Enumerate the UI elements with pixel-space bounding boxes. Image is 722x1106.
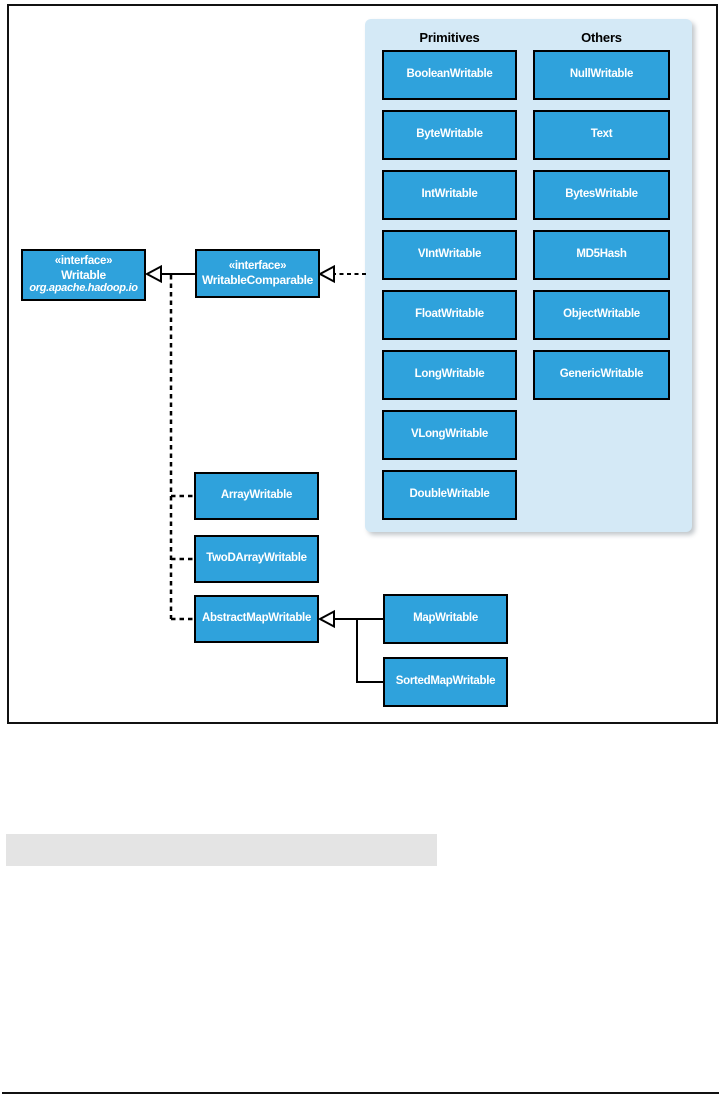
column-header-primitives: Primitives bbox=[419, 30, 480, 45]
writablecomparable-stereotype: «interface» bbox=[228, 259, 287, 272]
class-box-doublewritable: DoubleWritable bbox=[382, 470, 517, 520]
class-box-nullwritable: NullWritable bbox=[533, 50, 670, 100]
column-header-others: Others bbox=[581, 30, 622, 45]
class-box-floatwritable: FloatWritable bbox=[382, 290, 517, 340]
class-box-genericwritable: GenericWritable bbox=[533, 350, 670, 400]
class-box-longwritable: LongWritable bbox=[382, 350, 517, 400]
class-box-abstractmapwritable: AbstractMapWritable bbox=[194, 595, 319, 643]
writable-stereotype: «interface» bbox=[54, 254, 113, 267]
class-box-md5hash: MD5Hash bbox=[533, 230, 670, 280]
caption-placeholder-bar bbox=[6, 834, 437, 866]
class-box-intwritable: IntWritable bbox=[382, 170, 517, 220]
class-box-sortedmapwritable: SortedMapWritable bbox=[383, 657, 508, 707]
page-footer-rule bbox=[2, 1092, 719, 1094]
class-box-text: Text bbox=[533, 110, 670, 160]
writable-package: org.apache.hadoop.io bbox=[29, 282, 138, 295]
writablecomparable-name: WritableComparable bbox=[201, 273, 314, 288]
class-box-twodarraywritable: TwoDArrayWritable bbox=[194, 535, 319, 583]
class-box-writablecomparable: «interface» WritableComparable bbox=[195, 249, 320, 298]
class-box-booleanwritable: BooleanWritable bbox=[382, 50, 517, 100]
class-box-vintwritable: VIntWritable bbox=[382, 230, 517, 280]
class-box-writable: «interface» Writable org.apache.hadoop.i… bbox=[21, 249, 146, 301]
class-box-vlongwritable: VLongWritable bbox=[382, 410, 517, 460]
writable-name: Writable bbox=[61, 268, 106, 283]
class-box-byteswritable: BytesWritable bbox=[533, 170, 670, 220]
class-box-objectwritable: ObjectWritable bbox=[533, 290, 670, 340]
class-box-bytewritable: ByteWritable bbox=[382, 110, 517, 160]
class-box-arraywritable: ArrayWritable bbox=[194, 472, 319, 520]
class-box-mapwritable: MapWritable bbox=[383, 594, 508, 644]
